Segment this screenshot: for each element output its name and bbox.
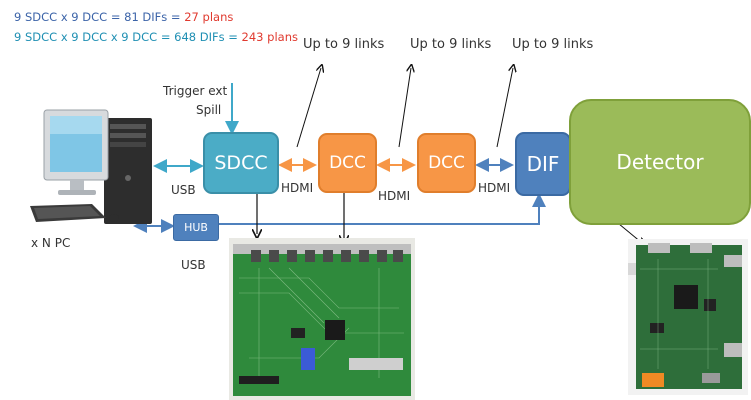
usb-hub-label: USB — [181, 258, 206, 272]
dif-board-photo — [628, 239, 748, 395]
formula-line-2: 9 SDCC x 9 DCC x 9 DCC = 648 DIFs = 243 … — [14, 30, 298, 44]
links-label-2: Up to 9 links — [410, 37, 492, 52]
hdmi-label-3: HDMI — [478, 181, 511, 195]
trigger-label: Trigger ext — [163, 84, 228, 98]
dif-label: DIF — [526, 152, 560, 176]
pc-count-label: x N PC — [31, 236, 71, 250]
sdcc-label: SDCC — [214, 152, 268, 174]
dcc-box-2: DCC — [417, 133, 476, 193]
formula-line-1: 9 SDCC x 9 DCC = 81 DIFs = 27 plans — [14, 10, 233, 24]
formula-line-2-text: 9 SDCC x 9 DCC x 9 DCC = 648 DIFs = — [14, 30, 242, 44]
links-arrow-3 — [496, 68, 513, 148]
hub-dif-bus — [219, 193, 546, 225]
dcc-label-2: DCC — [428, 153, 465, 173]
hub-label: HUB — [184, 221, 208, 234]
computer-icon — [30, 109, 152, 224]
detector-box: Detector — [569, 99, 751, 225]
spill-label: Spill — [196, 103, 222, 117]
dcc-box-1: DCC — [318, 133, 377, 193]
dcc-label-1: DCC — [329, 153, 366, 173]
links-arrow-2 — [398, 68, 411, 148]
links-label-1: Up to 9 links — [303, 37, 385, 52]
usb-sdcc-label: USB — [171, 183, 196, 197]
board-photo — [229, 238, 415, 400]
dif-box: DIF — [515, 132, 571, 196]
links-arrow-1 — [296, 68, 321, 148]
hdmi-label-2: HDMI — [378, 189, 411, 203]
detector-label: Detector — [616, 150, 704, 174]
formula-line-1-text: 9 SDCC x 9 DCC = 81 DIFs = — [14, 10, 185, 24]
links-label-3: Up to 9 links — [512, 37, 594, 52]
formula-line-2-plans: 243 plans — [241, 30, 298, 44]
sdcc-box: SDCC — [203, 132, 279, 194]
formula-line-1-plans: 27 plans — [184, 10, 234, 24]
hdmi-label-1: HDMI — [281, 181, 314, 195]
hub-box: HUB — [173, 214, 219, 241]
